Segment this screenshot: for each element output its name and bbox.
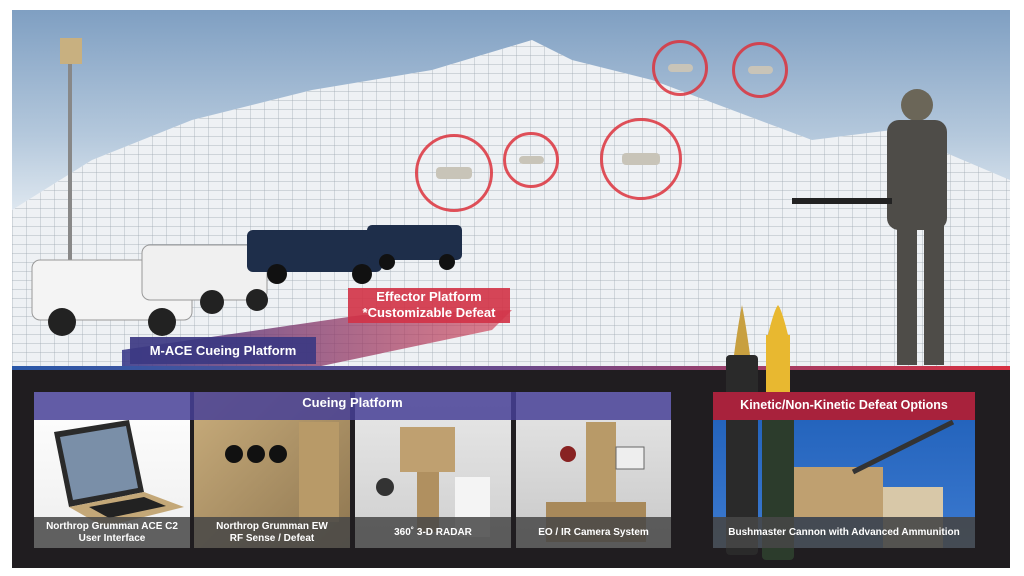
divider-line (12, 366, 1010, 370)
dark-truck-1 (247, 230, 382, 284)
drone-target (415, 134, 493, 212)
ew-equipment-image (225, 422, 339, 522)
drone-target (600, 118, 682, 200)
cueing-platform-header: Cueing Platform (34, 392, 671, 420)
effector-label-line1: Effector Platform (376, 289, 482, 304)
wireframe-terrain (12, 38, 1010, 368)
sensor-mast (68, 60, 72, 280)
soldier (792, 89, 947, 365)
drone-target (652, 40, 708, 96)
drone-target (732, 42, 788, 98)
drone-target (503, 132, 559, 188)
white-truck-2 (141, 244, 268, 314)
terrain-scene (12, 10, 1010, 368)
effector-label-line2: *Customizable Defeat (362, 305, 496, 320)
defeat-options-header: Kinetic/Non-Kinetic Defeat Options (713, 392, 975, 420)
dark-truck-2 (367, 225, 462, 270)
caption: EO / IR Camera System (516, 517, 671, 548)
m-ace-cueing-label: M-ACE Cueing Platform (130, 337, 316, 364)
effector-platform-label: Effector Platform *Customizable Defeat (348, 288, 510, 323)
caption: Bushmaster Cannon with Advanced Ammuniti… (713, 517, 975, 548)
caption: 360˚ 3-D RADAR (355, 517, 511, 548)
